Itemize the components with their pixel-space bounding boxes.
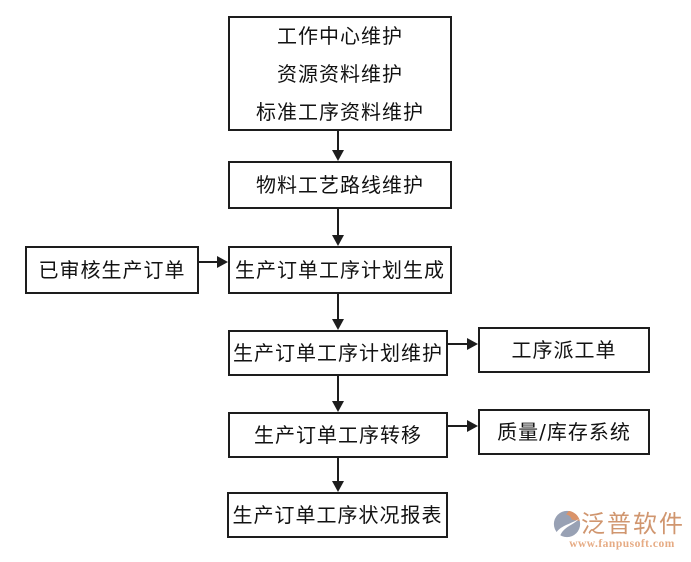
node-plan-maintain: 生产订单工序计划维护 (228, 330, 448, 376)
arrow-plangenerate-to-planmaintain (332, 294, 344, 330)
arrow-transfer-to-report (332, 458, 344, 492)
arrow-planmaintain-to-dispatch (448, 338, 478, 350)
brand-name: 泛普软件 (581, 510, 685, 538)
arrow-planmaintain-to-transfer (332, 376, 344, 412)
node-plan-generate: 生产订单工序计划生成 (228, 246, 452, 294)
arrow-masterdata-to-routing (332, 131, 344, 161)
node-quality-inventory: 质量/库存系统 (478, 409, 650, 455)
node-dispatch-order: 工序派工单 (478, 327, 650, 373)
arrow-routing-to-plangenerate (332, 209, 344, 246)
node-master-data: 工作中心维护 资源资料维护 标准工序资料维护 (228, 16, 452, 131)
brand-watermark: 泛普软件 www.fanpusoft.com (553, 510, 691, 550)
node-operation-transfer: 生产订单工序转移 (228, 412, 448, 458)
node-approved-order: 已审核生产订单 (25, 246, 199, 294)
fanpu-logo-icon (553, 510, 581, 538)
arrow-approvedorder-to-plangenerate (199, 256, 228, 268)
brand-url: www.fanpusoft.com (569, 538, 675, 550)
node-status-report: 生产订单工序状况报表 (227, 492, 448, 538)
arrow-transfer-to-quality (448, 420, 478, 432)
node-material-routing: 物料工艺路线维护 (228, 161, 452, 209)
